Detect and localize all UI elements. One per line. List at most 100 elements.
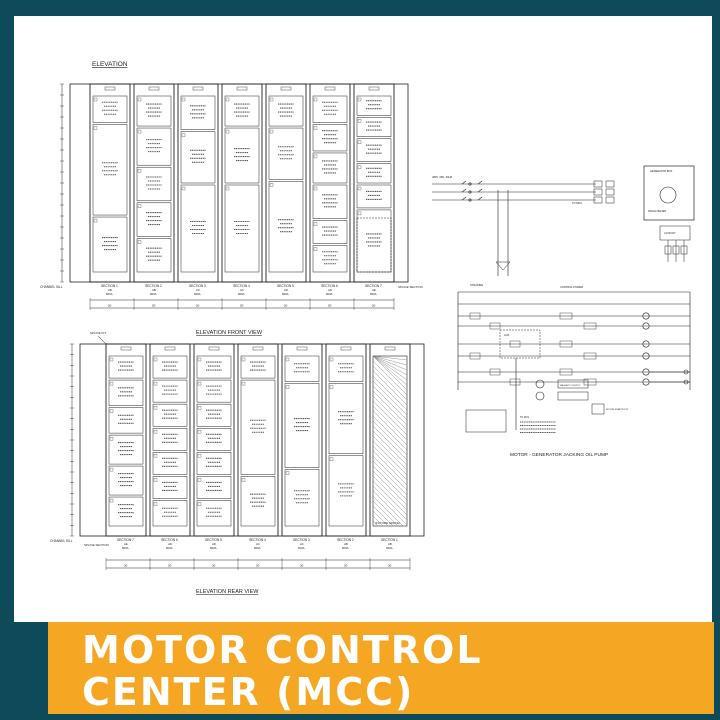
section-rating-label: 600A xyxy=(210,546,217,550)
section-rating-label: 600A xyxy=(386,546,393,550)
hatch-line xyxy=(372,395,408,431)
breaker-contact xyxy=(461,196,467,201)
section-rating-label: 600A xyxy=(254,546,261,550)
bucket-handle xyxy=(153,406,158,410)
schematic-title: MOTOR - GENERATOR JACKING OIL PUMP xyxy=(510,452,608,458)
relay-coil xyxy=(583,352,597,360)
hatch-line xyxy=(372,355,408,366)
pushbutton-symbol xyxy=(535,391,545,401)
section-nameplate xyxy=(368,86,380,91)
section-label: SECTION 4 xyxy=(249,538,266,542)
bucket-handle xyxy=(357,97,362,102)
bucket-handle xyxy=(329,457,334,461)
bucket-door xyxy=(312,124,348,152)
hatch-line xyxy=(372,520,379,527)
bucket-handle xyxy=(313,186,318,191)
indicator-lamp xyxy=(642,312,650,320)
relay-contact xyxy=(469,352,481,360)
bucket-handle xyxy=(153,502,158,506)
breaker-contact xyxy=(477,188,483,193)
hatch-line xyxy=(372,510,389,527)
bucket-door xyxy=(108,355,144,379)
dimension-value: 20 xyxy=(256,564,260,568)
section-bus-label: AB xyxy=(388,542,392,546)
bucket-door xyxy=(328,355,364,382)
hatch-line xyxy=(372,370,408,406)
section-nameplate xyxy=(148,86,160,91)
section-label: SECTION 6 xyxy=(161,538,178,542)
section-bus-label: AB xyxy=(344,542,348,546)
bucket-door xyxy=(152,355,188,379)
bucket-handle xyxy=(241,478,246,482)
fuse-symbol xyxy=(680,245,688,255)
hatch-line xyxy=(372,410,408,446)
hatch-line xyxy=(372,380,408,416)
bucket-door xyxy=(196,500,232,527)
section-bus-label: AD xyxy=(212,542,216,546)
overload-symbol xyxy=(468,190,472,194)
bucket-handle xyxy=(137,204,142,208)
bucket-door xyxy=(136,202,172,237)
hatch-line xyxy=(372,500,399,527)
bucket-handle xyxy=(285,357,290,362)
section-bus-label: AD xyxy=(168,542,172,546)
fuse-symbol xyxy=(672,245,680,255)
section-nameplate xyxy=(236,86,248,91)
bucket-door xyxy=(136,166,172,202)
bucket-door xyxy=(180,131,216,184)
bucket-door xyxy=(152,379,188,403)
section-bus-label: AC xyxy=(240,288,244,292)
section-column xyxy=(281,343,323,537)
magnetic-supply-box xyxy=(557,379,589,389)
fuse-symbol xyxy=(664,245,672,255)
bucket-door xyxy=(224,95,260,127)
bucket-handle xyxy=(181,97,186,102)
relay-contact xyxy=(489,322,501,330)
hatch-line xyxy=(372,355,408,391)
terminal-symbol xyxy=(683,369,689,375)
section-column xyxy=(237,343,279,537)
section-bus-label: AE xyxy=(372,288,376,292)
indicator-lamp xyxy=(642,368,650,376)
section-column xyxy=(325,343,367,537)
dimension-value: 20 xyxy=(108,304,112,308)
bucket-door xyxy=(356,184,392,209)
terminal-block xyxy=(605,180,615,188)
indicator-lamp xyxy=(642,322,650,330)
section-column xyxy=(89,83,131,283)
bucket-handle xyxy=(93,126,98,130)
bucket-door xyxy=(284,469,320,527)
to-dcs-label: TO DCS xyxy=(520,416,529,419)
indicator-lamp xyxy=(642,378,650,386)
terminal-symbol xyxy=(683,379,689,385)
bucket-handle xyxy=(109,436,114,441)
bucket-door xyxy=(136,238,172,273)
bucket-door xyxy=(284,383,320,468)
hatch-line xyxy=(372,415,408,451)
breaker-contact xyxy=(477,180,483,185)
overload-symbol xyxy=(468,198,472,202)
channel-sill-label: CHANNEL SILL xyxy=(50,539,73,543)
bucket-handle xyxy=(109,357,114,362)
terminal-block xyxy=(605,196,615,204)
bucket-handle xyxy=(153,478,158,482)
terminal-block xyxy=(605,188,615,196)
lockout-box xyxy=(659,225,691,241)
bucket-door xyxy=(328,455,364,527)
section-nameplate xyxy=(340,346,352,351)
hatch-line xyxy=(372,355,408,361)
bucket-door xyxy=(92,216,128,273)
bucket-handle xyxy=(137,129,142,134)
bucket-handle xyxy=(357,119,362,123)
section-column xyxy=(177,83,219,283)
bucket-door xyxy=(268,181,304,273)
hatch-line xyxy=(372,440,408,476)
section-column xyxy=(369,343,411,537)
hatch-line xyxy=(372,505,394,527)
section-label: SECTION 3 xyxy=(189,284,206,288)
bucket-handle xyxy=(109,409,114,413)
section-label: SECTION 7 xyxy=(365,284,382,288)
bucket-handle xyxy=(197,430,202,434)
